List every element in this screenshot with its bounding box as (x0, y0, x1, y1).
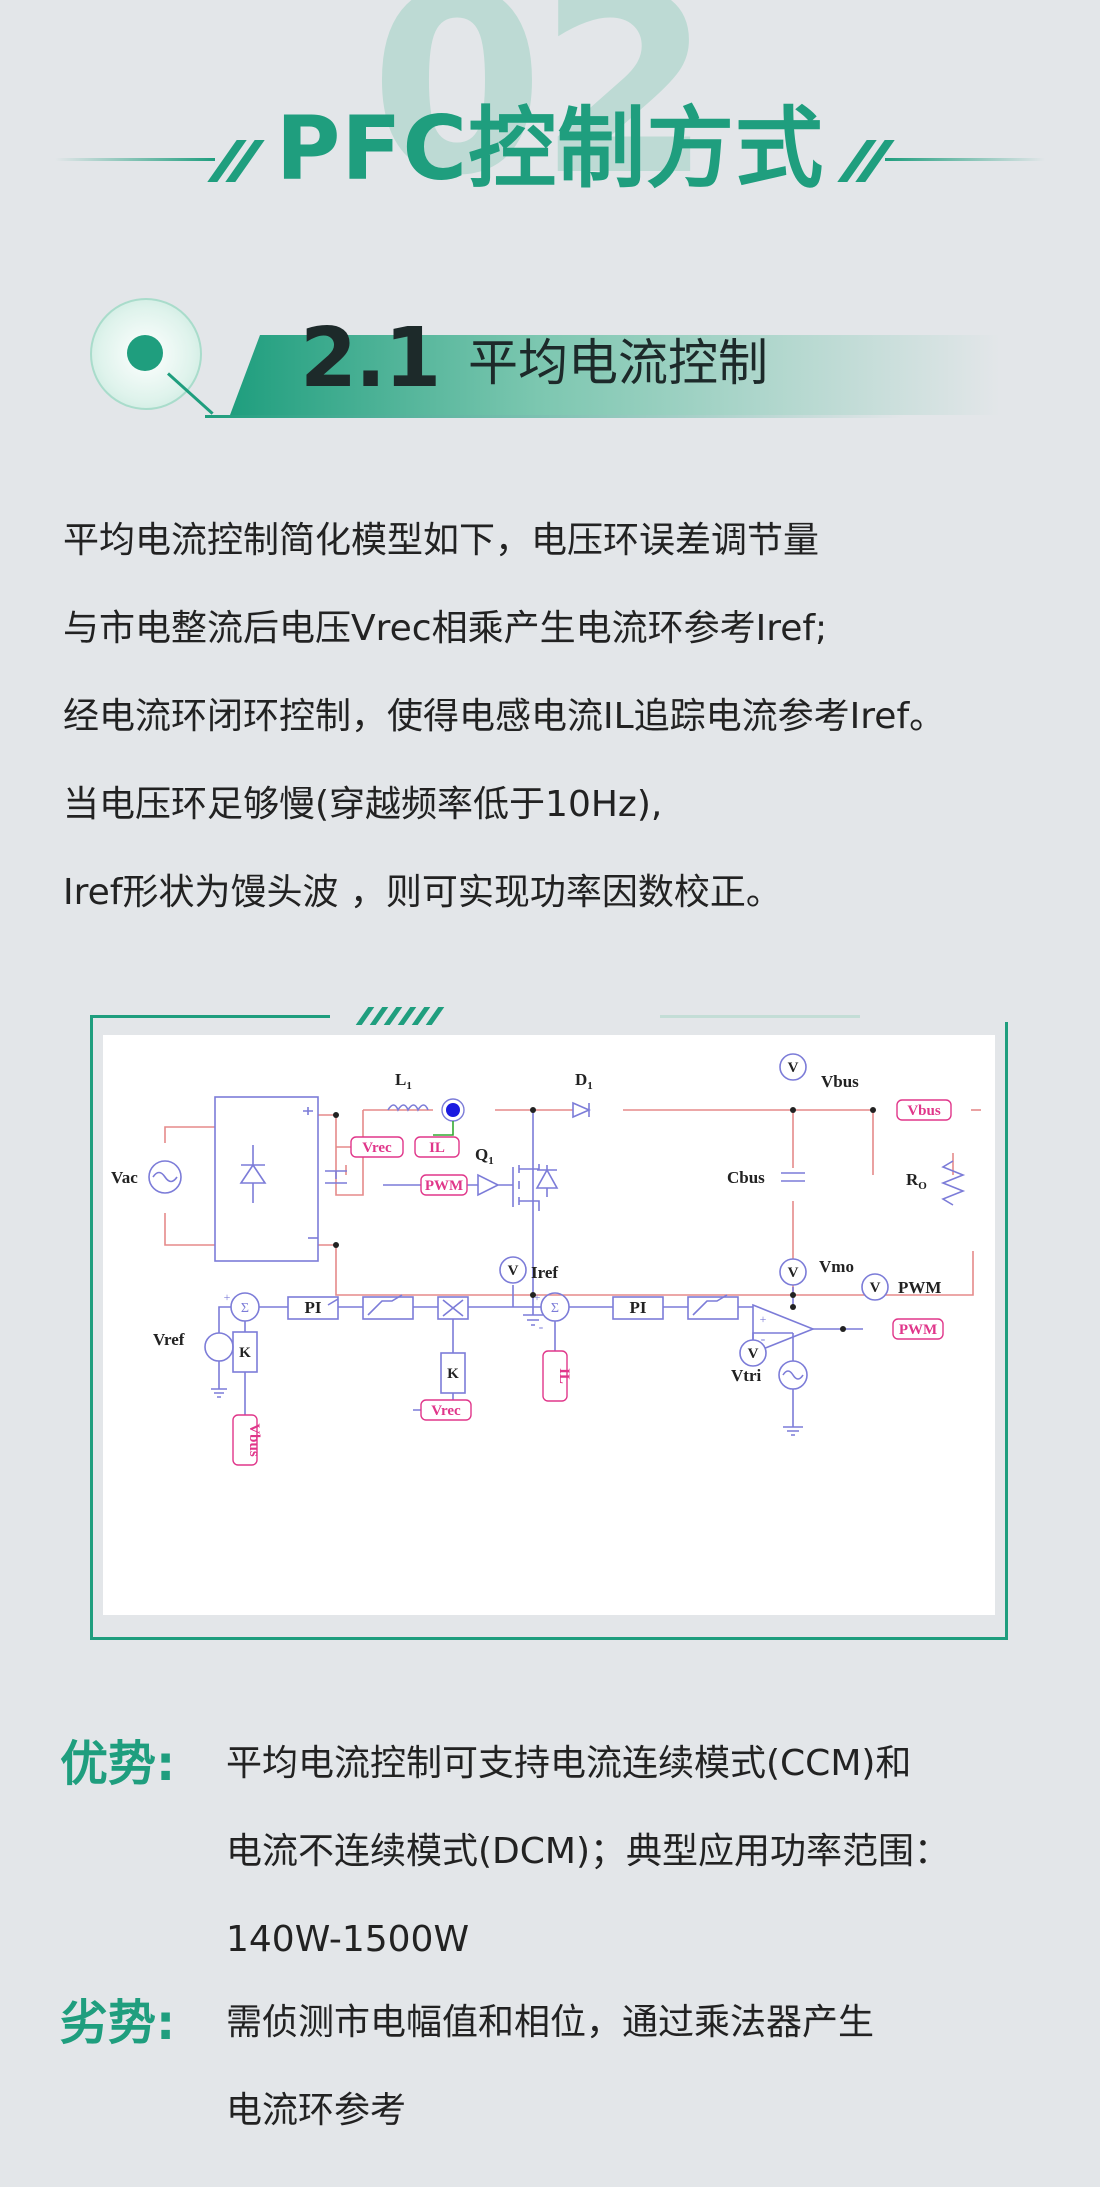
plus-sign-1: + (224, 1290, 231, 1304)
diode-label: D1 (575, 1070, 593, 1092)
resistor-label: RO (906, 1170, 927, 1192)
pros-line-2: 电流不连续模式(DCM)；典型应用功率范围： (226, 1831, 951, 1872)
voltmeter-label-3: V (788, 1265, 799, 1281)
vbus-label: Vbus (821, 1072, 859, 1091)
cons-label: 劣势: (60, 1995, 176, 2051)
pwm-out-tag-text: PWM (899, 1322, 937, 1338)
vmo-label: Vmo (819, 1257, 854, 1276)
vtri-label: Vtri (731, 1366, 761, 1385)
paragraph-line-4: 当电压环足够慢(穿越频率低于10Hz), (63, 784, 663, 825)
paragraph-line-1: 平均电流控制简化模型如下，电压环误差调节量 (63, 520, 820, 561)
pwm-out-tag (892, 1318, 944, 1340)
figure-canvas (103, 1035, 995, 1615)
vbus-tag (896, 1099, 952, 1121)
control-loop (204, 1285, 863, 1436)
cons-line-2: 电流环参考 (226, 2090, 407, 2131)
il-vertical-tag (542, 1350, 568, 1402)
power-stage-wires (164, 1109, 981, 1296)
page-title: PFC控制方式 (275, 97, 825, 200)
junction-dots (333, 1107, 876, 1332)
voltmeter-label-5: V (748, 1346, 759, 1362)
section-number-watermark: 02 (370, 0, 712, 230)
figure-frame-faint-segment (660, 1015, 860, 1018)
subsection-number: 2.1 (300, 311, 441, 406)
plus-sign-3: + (760, 1312, 767, 1326)
voltmeter-label-4: V (870, 1280, 881, 1296)
magnifier-dot (127, 335, 163, 371)
subsection-banner (230, 335, 1000, 415)
pwm-tag (420, 1174, 468, 1196)
vac-label: Vac (111, 1168, 138, 1187)
paragraph-line-3: 经电流环闭环控制，使得电感电流IL追踪电流参考Iref。 (63, 696, 946, 737)
limiter-block-2 (687, 1296, 739, 1320)
subsection-underline (205, 415, 905, 418)
voltmeter-icon-vbus (779, 1053, 807, 1081)
k-label-2: K (447, 1366, 459, 1382)
cbus-label: Cbus (727, 1168, 765, 1187)
voltmeter-icon-vtri (739, 1339, 767, 1367)
figure-frame-gap-right (860, 1010, 1010, 1022)
ac-source-icon (148, 1160, 182, 1194)
vbus-vertical-tag (232, 1414, 258, 1466)
il-tag (414, 1136, 460, 1158)
pi-block-1 (287, 1296, 339, 1320)
cons-line-1: 需侦测市电幅值和相位，通过乘法器产生 (226, 2002, 875, 2043)
sum-symbol-1: Σ (241, 1301, 249, 1316)
figure-frame-gap (330, 1010, 660, 1022)
iref-label: Iref (531, 1263, 558, 1282)
minus-sign-2: - (761, 1332, 766, 1347)
title-rule-right (885, 158, 1045, 161)
vrec-tag-text: Vrec (362, 1140, 392, 1156)
paragraph-line-2: 与市电整流后电压Vrec相乘产生电流环参考Iref; (63, 608, 828, 649)
vref-label: Vref (153, 1330, 185, 1349)
voltmeter-icon-vmo (779, 1258, 807, 1286)
pi-block-2 (612, 1296, 664, 1320)
inductor-label: L1 (395, 1070, 412, 1092)
k-label-1: K (239, 1345, 251, 1361)
pi-label-1: PI (305, 1298, 322, 1317)
minus-sign: - (539, 1320, 544, 1335)
vbus-tag-text: Vbus (907, 1103, 941, 1119)
signal-tags (232, 1099, 952, 1466)
voltmeter-icon-iref (499, 1256, 527, 1284)
vrec-tag-2-text: Vrec (431, 1403, 461, 1419)
bridge-rectifier (214, 1096, 319, 1262)
voltmeter-label-1: V (788, 1060, 799, 1076)
pros-label: 优势: (60, 1736, 176, 1792)
mosfet-label: Q1 (475, 1145, 494, 1167)
component-outlines (148, 1096, 966, 1326)
title-rule-left (55, 158, 215, 161)
il-tag-text: IL (429, 1140, 445, 1156)
vrec-tag (350, 1136, 404, 1158)
pros-line-3: 140W-1500W (226, 1919, 470, 1960)
pi-label-2: PI (630, 1298, 647, 1317)
voltmeter-label-2: V (508, 1263, 519, 1279)
vrec-tag-2 (420, 1399, 472, 1421)
current-probe-dot (446, 1103, 460, 1117)
sum-symbol-2: Σ (551, 1301, 559, 1316)
pros-line-1: 平均电流控制可支持电流连续模式(CCM)和 (226, 1743, 912, 1784)
subsection-title: 平均电流控制 (468, 334, 768, 392)
vbus-vertical-text: Vbus (246, 1423, 262, 1457)
pwm-tag-text: PWM (425, 1178, 463, 1194)
plus-sign-2: + (534, 1290, 541, 1304)
paragraph-line-5: Iref形状为馒头波 ，则可实现功率因数校正。 (63, 872, 782, 913)
pwm-label: PWM (898, 1278, 941, 1297)
vref-source (204, 1332, 234, 1362)
limiter-block-1 (362, 1296, 414, 1320)
pfc-circuit-diagram: V V V V V Vrec IL PWM Vbus PWM Vrec Vbus… (111, 1053, 981, 1466)
voltmeter-icon-pwm (861, 1273, 889, 1301)
il-vertical-text: IL (556, 1368, 572, 1384)
comparator-block (752, 1303, 816, 1355)
voltmeter-icons (499, 1053, 889, 1367)
